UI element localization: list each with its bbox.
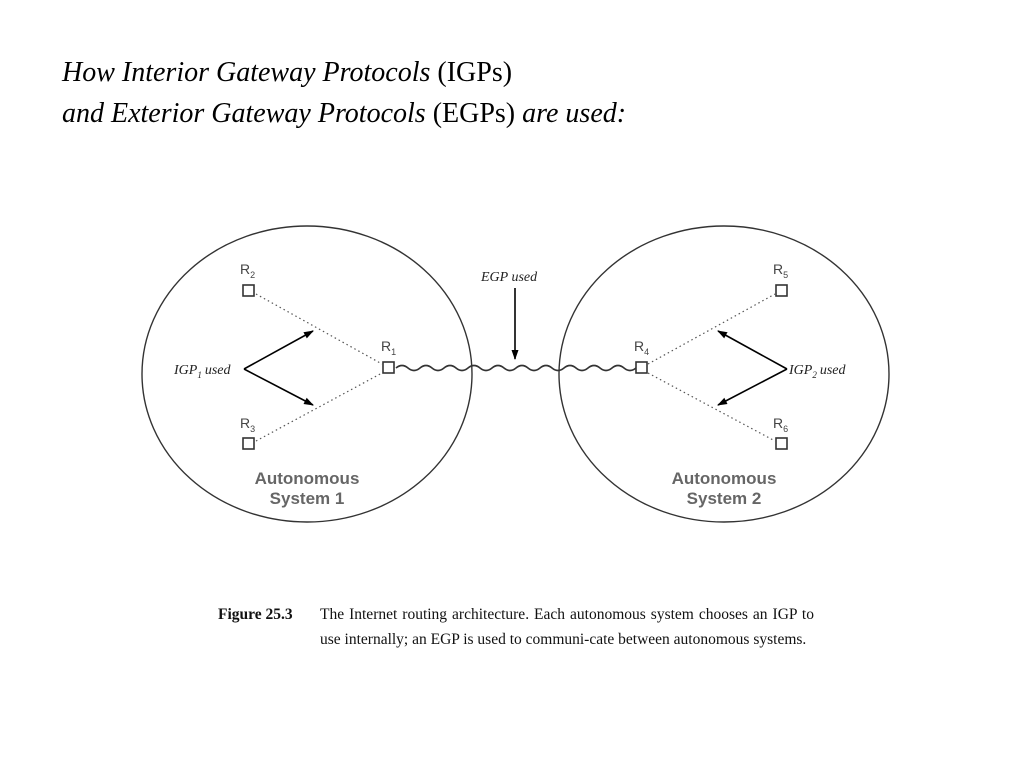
link-r4-r6	[647, 372, 776, 442]
igp2-arrow-up	[717, 330, 788, 370]
igp1-arrow-up	[243, 330, 314, 370]
title-line2-tail: are used:	[522, 98, 627, 129]
autonomous-system-2-boundary	[558, 225, 890, 523]
router-r3	[242, 437, 255, 450]
igp2-arrow-down	[717, 368, 788, 406]
router-r2-label: R2	[240, 261, 255, 280]
autonomous-system-1-boundary	[141, 225, 473, 523]
as2-label-line1: Autonomous	[672, 469, 777, 488]
router-r1	[382, 361, 395, 374]
link-r2-r1	[255, 293, 383, 365]
igp1-arrow-down	[243, 368, 314, 406]
link-r3-r1	[255, 372, 383, 442]
router-r5-label: R5	[773, 261, 788, 280]
router-r6	[775, 437, 788, 450]
title-line2-plain: (EGPs)	[432, 98, 516, 129]
as1-label-line1: Autonomous	[255, 469, 360, 488]
router-r6-label: R6	[773, 415, 788, 434]
router-r3-label: R3	[240, 415, 255, 434]
title-line-2: and Exterior Gateway Protocols (EGPs) ar…	[62, 93, 626, 134]
title-line1-plain: (IGPs)	[437, 57, 513, 88]
egp-label: EGP used	[480, 270, 538, 285]
as1-label-line2: System 1	[270, 489, 345, 508]
router-r4-label: R4	[634, 338, 649, 357]
as2-label-line2: System 2	[687, 489, 762, 508]
title-line1-italic: How Interior Gateway Protocols	[62, 57, 431, 88]
slide-title: How Interior Gateway Protocols (IGPs) an…	[62, 52, 626, 134]
router-r4	[635, 361, 648, 374]
title-line2-italic: and Exterior Gateway Protocols	[62, 98, 426, 129]
figure-caption-text: The Internet routing architecture. Each …	[320, 606, 814, 648]
link-r4-r5	[647, 293, 776, 365]
title-line-1: How Interior Gateway Protocols (IGPs)	[62, 52, 626, 93]
router-r1-label: R1	[381, 338, 396, 357]
figure-label: Figure 25.3	[218, 606, 293, 623]
router-r5	[775, 284, 788, 297]
router-r2	[242, 284, 255, 297]
egp-link-r1-r4	[395, 364, 648, 372]
